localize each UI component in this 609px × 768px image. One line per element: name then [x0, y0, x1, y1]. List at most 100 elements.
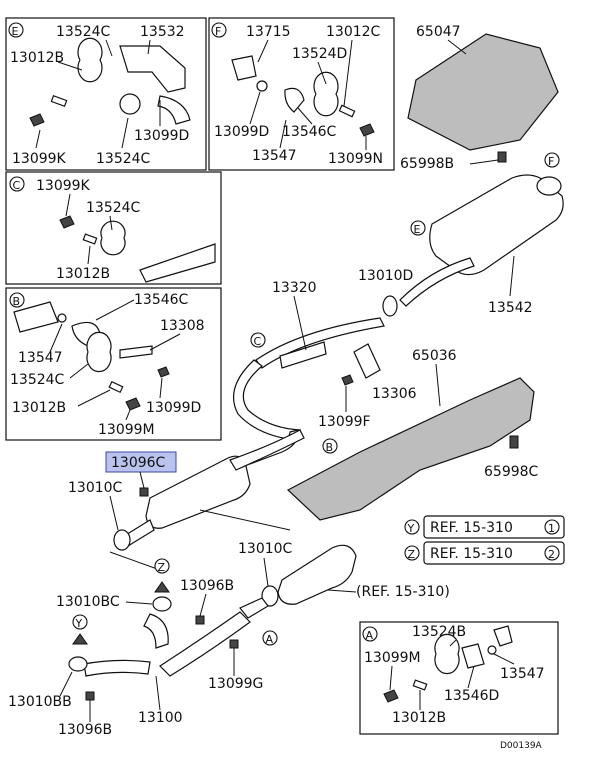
inset-b: B 13546C 13308 13547 13524C 13012B 13099… — [9, 292, 205, 438]
leader — [139, 471, 145, 489]
label-65998C: 65998C — [484, 464, 539, 480]
inset-f-letter: F — [215, 25, 221, 38]
leader — [155, 675, 161, 711]
bracket-plate — [493, 625, 513, 647]
gasket-13010C-b — [261, 585, 279, 607]
region-line — [199, 509, 291, 531]
front-pipe-center — [159, 611, 251, 677]
leader — [121, 117, 129, 149]
bolt-icon — [50, 95, 68, 107]
leader — [293, 295, 307, 351]
label-13010C: 13010C — [68, 480, 123, 496]
rubber-hanger — [86, 331, 112, 373]
bolt-icon — [229, 639, 239, 649]
callout-b: B — [326, 441, 334, 454]
leader — [449, 639, 457, 647]
callout-f: F — [548, 155, 554, 168]
label-13096B: 13096B — [180, 578, 234, 594]
leader — [469, 159, 499, 165]
leader — [77, 389, 111, 407]
callout-a-marker — [262, 630, 278, 646]
muffler-13542 — [429, 174, 564, 276]
callout-a: A — [266, 633, 274, 646]
callout-c-marker — [250, 332, 266, 348]
callout-z: Z — [158, 561, 166, 574]
leader — [149, 333, 181, 351]
leader — [49, 323, 63, 353]
leader — [199, 593, 207, 617]
label-13320: 13320 — [272, 280, 317, 296]
leader — [447, 39, 467, 55]
callout-e: E — [414, 223, 421, 236]
label-13012B: 13012B — [56, 266, 110, 282]
leader — [435, 363, 441, 407]
bolt-icon — [509, 435, 519, 449]
leader — [343, 39, 353, 107]
bolt-icon — [497, 151, 507, 163]
label-13099M: 13099M — [364, 650, 421, 666]
label-13099D: 13099D — [134, 128, 189, 144]
arrow-up-icon — [72, 633, 88, 645]
ref-z-letter: Z — [408, 548, 416, 561]
pin-icon — [82, 233, 98, 245]
inset-a-marker — [362, 626, 378, 642]
label-13100: 13100 — [138, 710, 183, 726]
nut-icon — [487, 645, 497, 655]
inset-b-marker — [9, 292, 25, 308]
inset-c-letter: C — [13, 179, 21, 192]
bolt-head-icon — [341, 374, 354, 386]
pipe-bend — [232, 359, 301, 441]
bolt-head-icon — [359, 123, 375, 137]
label-13524C: 13524C — [56, 24, 111, 40]
inset-e-letter: E — [12, 25, 19, 38]
highlight-13096C[interactable] — [105, 451, 177, 473]
bolt-head-icon — [29, 113, 45, 127]
label-13099D: 13099D — [214, 124, 269, 140]
label-13012B: 13012B — [10, 50, 64, 66]
leader — [59, 671, 73, 697]
leader — [257, 39, 269, 63]
label-13099D: 13099D — [146, 400, 201, 416]
z-region: Z — [109, 509, 291, 574]
rubber-hanger — [100, 220, 126, 256]
leader — [125, 409, 131, 421]
label-13010D: 13010D — [358, 268, 413, 284]
hanger-bracket — [119, 45, 186, 93]
leader — [65, 193, 71, 217]
label-13546C: 13546C — [282, 124, 337, 140]
label-13546D: 13546D — [444, 688, 499, 704]
heat-shield-mid: 65036 65998C — [286, 348, 539, 521]
bracket-13306 — [353, 343, 381, 379]
rubber-hanger-b — [119, 93, 141, 115]
leader — [109, 495, 119, 531]
label-13308: 13308 — [160, 318, 205, 334]
pin-icon — [108, 380, 124, 394]
front-pipe: 13010BC 13096B 13099G 13010BB 13096B 131… — [8, 578, 278, 738]
ref-z-marker — [404, 545, 420, 561]
ref-z-num-circle — [544, 545, 560, 561]
callout-z-marker — [154, 558, 170, 574]
label-13306: 13306 — [372, 386, 417, 402]
nut-icon — [85, 691, 95, 701]
inset-c: C 13099K 13524C 13012B — [9, 176, 216, 283]
ref-y-box — [423, 515, 565, 539]
label-13715: 13715 — [246, 24, 291, 40]
center-pipe: 13320 C B — [232, 280, 385, 465]
ref-z-num: 2 — [548, 548, 555, 561]
callout-b-marker — [322, 438, 338, 454]
pre-muffler-outlet — [229, 429, 305, 471]
rubber-hanger — [313, 71, 339, 117]
bolt-head-icon — [125, 397, 141, 411]
label-13099G: 13099G — [208, 676, 263, 692]
heat-shield-top: 65047 65998B — [400, 24, 559, 172]
pin-icon — [412, 679, 428, 691]
gasket-13010BB — [68, 656, 88, 672]
label-13542: 13542 — [488, 300, 533, 316]
label-13524C-b: 13524C — [96, 151, 151, 167]
hanger-pad — [284, 87, 305, 113]
nut-icon — [256, 80, 268, 92]
pipe-resonator — [279, 341, 327, 369]
ref-z-box — [423, 541, 565, 565]
label-13010BC: 13010BC — [56, 594, 120, 610]
